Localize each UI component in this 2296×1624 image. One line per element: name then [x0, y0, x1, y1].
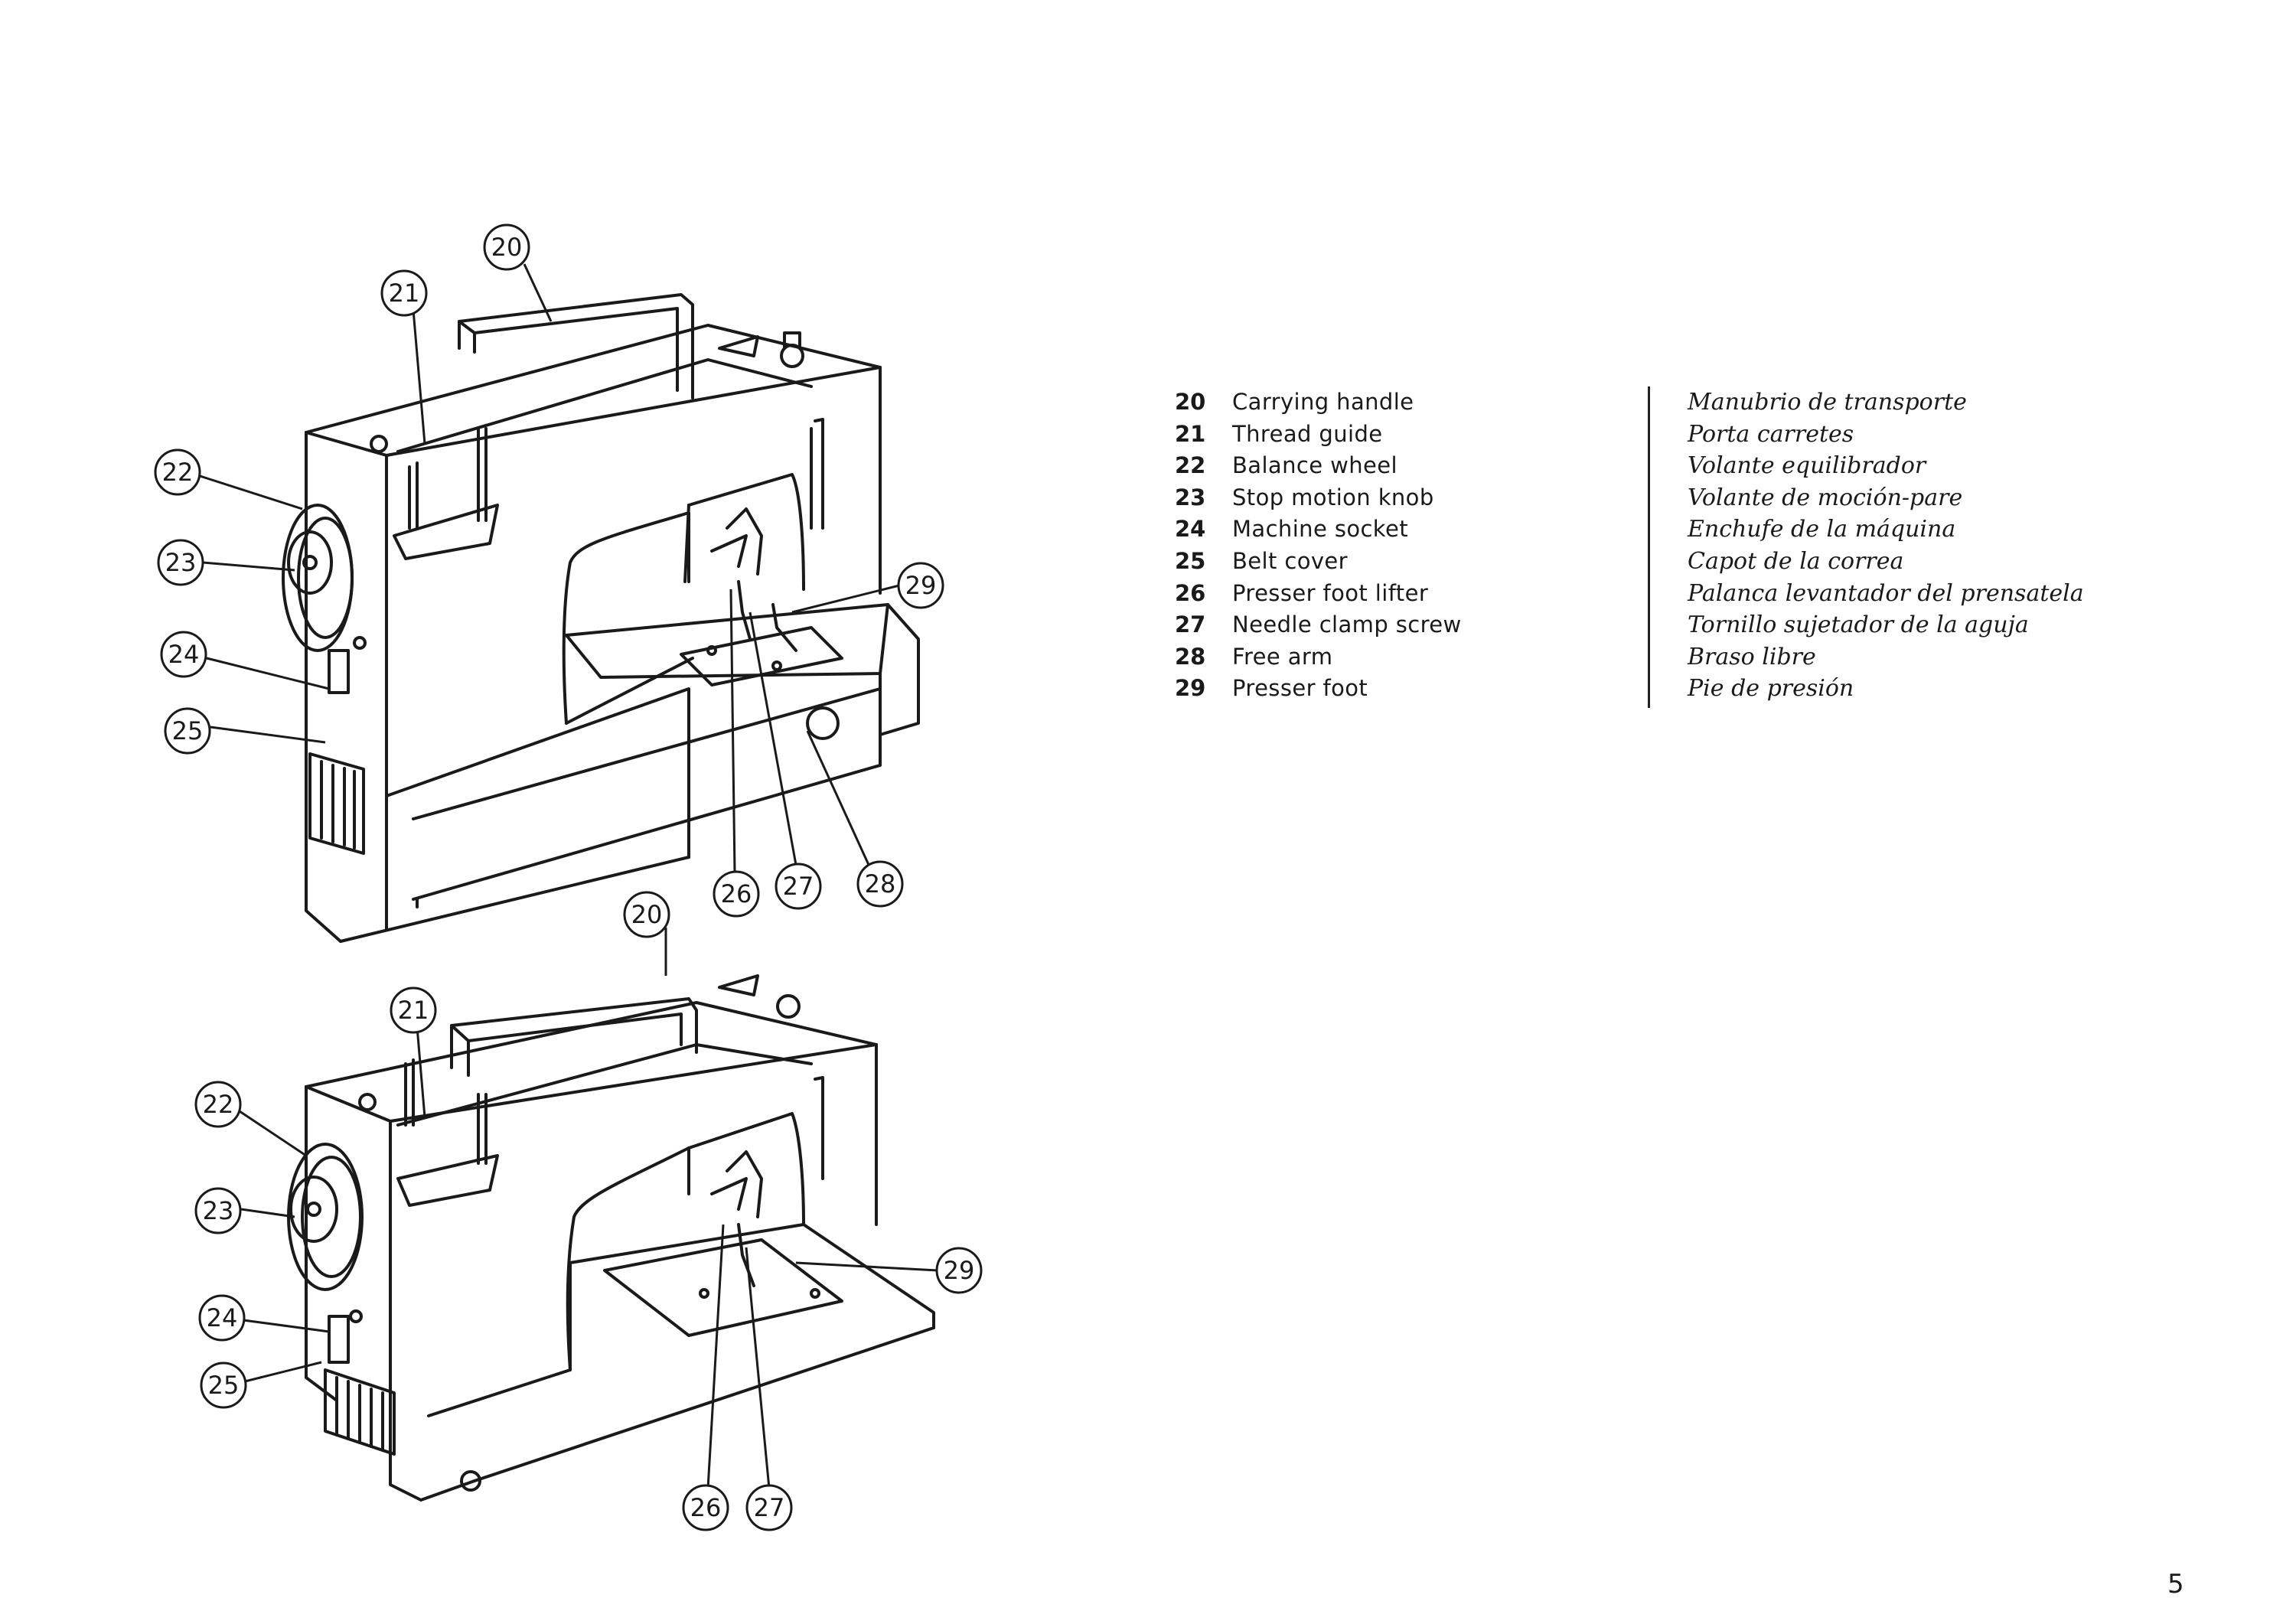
bottom-sewing-machine-drawing: [287, 974, 935, 1502]
callout-bubble: 21: [390, 986, 437, 1034]
part-number: 25: [1175, 547, 1206, 574]
callout-number: 22: [162, 458, 194, 487]
callout-number: 22: [203, 1090, 234, 1119]
legend-divider: [1648, 386, 1650, 708]
part-name-english: Balance wheel: [1232, 452, 1397, 479]
callout-bubble: 20: [623, 891, 670, 938]
part-name-english: Machine socket: [1232, 516, 1408, 543]
callout-number: 23: [203, 1196, 234, 1225]
part-number: 28: [1175, 643, 1206, 670]
callout-bubble: 24: [198, 1294, 246, 1342]
callout-bubble: 20: [483, 223, 530, 271]
part-name-spanish: Enchufe de la máquina: [1688, 516, 1956, 543]
callout-number: 27: [754, 1493, 785, 1522]
page-number: 5: [2167, 1569, 2184, 1600]
part-number: 20: [1175, 389, 1206, 415]
part-name-english: Free arm: [1232, 643, 1333, 670]
parts-legend-english: 20 Carrying handle 21 Thread guide 22 Balan…: [1175, 386, 1649, 705]
callout-bubble: 25: [164, 707, 211, 755]
callout-number: 24: [207, 1303, 238, 1332]
part-number: 24: [1175, 516, 1206, 543]
part-name-spanish: Pie de presión: [1688, 675, 1854, 703]
callout-number: 23: [165, 548, 197, 577]
legend-row: 23 Stop motion knob: [1175, 482, 1649, 514]
part-name-english: Presser foot lifter: [1232, 579, 1429, 606]
callout-number: 25: [172, 716, 204, 745]
top-sewing-machine-drawing: [282, 293, 920, 943]
callout-bubble: 29: [897, 562, 944, 609]
callout-bubble: 29: [935, 1247, 983, 1294]
part-number: 21: [1175, 420, 1206, 447]
legend-row: 25 Belt cover: [1175, 546, 1649, 578]
leader-lines: [194, 263, 938, 1489]
part-name-spanish: Tornillo sujetador de la aguja: [1688, 611, 2029, 639]
callout-bubble: 27: [745, 1484, 793, 1531]
callout-number: 25: [208, 1371, 240, 1400]
callout-number: 29: [905, 571, 937, 600]
legend-row: 28 Free arm: [1175, 641, 1649, 673]
callout-number: 24: [168, 640, 200, 669]
callout-number: 20: [631, 900, 663, 929]
callout-bubble: 27: [775, 863, 822, 910]
legend-row: 27 Needle clamp screw: [1175, 609, 1649, 641]
legend-row: 24 Machine socket: [1175, 514, 1649, 546]
part-name-spanish: Manubrio de transporte: [1688, 389, 1967, 416]
part-name-english: Stop motion knob: [1232, 484, 1434, 510]
part-number: 23: [1175, 484, 1206, 510]
callout-bubble: 23: [194, 1187, 242, 1234]
top-callouts: 20 21 22 23 24 25 26 27: [154, 223, 944, 918]
legend-row: 20 Carrying handle: [1175, 386, 1649, 419]
legend-row: 22 Balance wheel: [1175, 450, 1649, 482]
callout-bubble: 26: [682, 1484, 729, 1531]
callout-number: 26: [690, 1493, 722, 1522]
callout-number: 21: [389, 279, 420, 308]
callout-bubble: 22: [194, 1081, 242, 1128]
part-name-english: Presser foot: [1232, 675, 1368, 702]
part-name-english: Thread guide: [1232, 420, 1383, 447]
callout-bubble: 23: [157, 539, 204, 586]
part-number: 26: [1175, 579, 1206, 606]
part-name-spanish: Palanca levantador del prensatela: [1688, 579, 2084, 607]
callout-bubble: 26: [713, 870, 760, 918]
callout-number: 26: [721, 879, 752, 908]
part-name-spanish: Volante de moción-pare: [1688, 484, 1963, 511]
part-number: 29: [1175, 675, 1206, 702]
part-name-english: Needle clamp screw: [1232, 611, 1462, 638]
callout-number: 21: [398, 996, 429, 1025]
callout-bubble: 21: [380, 269, 428, 317]
part-name-spanish: Porta carretes: [1688, 420, 1854, 448]
callout-number: 27: [783, 872, 814, 901]
part-name-english: Carrying handle: [1232, 389, 1414, 415]
legend-row: 29 Presser foot: [1175, 673, 1649, 705]
callout-number: 20: [491, 233, 523, 262]
parts-legend-spanish: Manubrio de transporte Porta carretes Vo…: [1688, 386, 2223, 705]
part-name-spanish: Volante equilibrador: [1688, 452, 1926, 480]
legend-row: 26 Presser foot lifter: [1175, 578, 1649, 610]
part-name-spanish: Capot de la correa: [1688, 547, 1904, 575]
callout-number: 28: [865, 869, 896, 898]
part-name-spanish: Braso libre: [1688, 643, 1816, 670]
part-number: 27: [1175, 611, 1206, 638]
callout-bubble: 28: [856, 860, 904, 908]
bottom-callouts: 20 21 22 23 24 25 26 27: [194, 891, 983, 1531]
callout-bubble: 24: [160, 631, 207, 678]
part-number: 22: [1175, 452, 1206, 479]
part-name-english: Belt cover: [1232, 547, 1348, 574]
callout-bubble: 22: [154, 448, 201, 496]
callout-number: 29: [944, 1256, 975, 1285]
legend-row: 21 Thread guide: [1175, 419, 1649, 451]
callout-bubble: 25: [200, 1361, 247, 1409]
sewing-machine-illustrations: 20 21 22 23 24 25 26 27: [154, 223, 983, 1531]
